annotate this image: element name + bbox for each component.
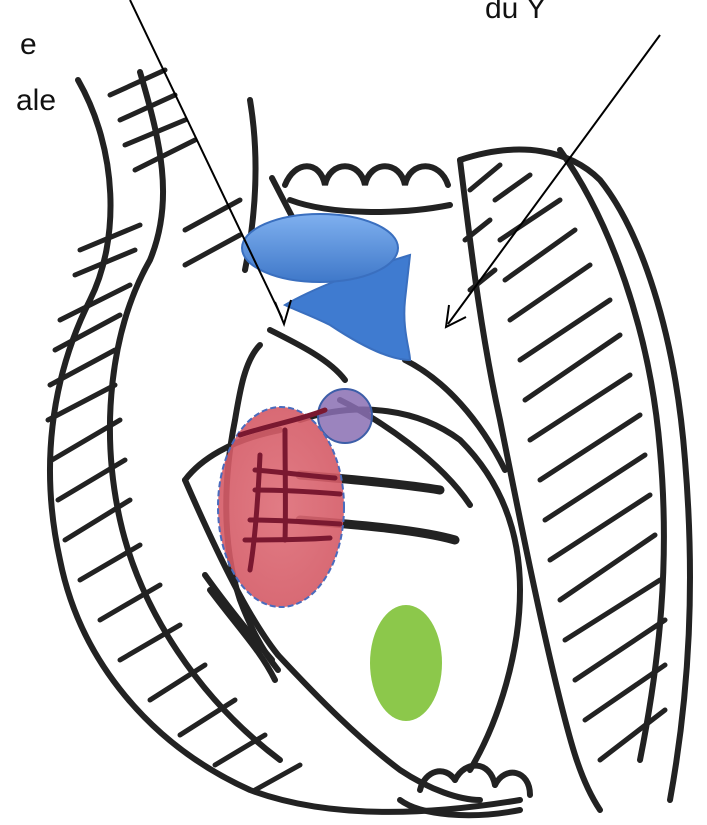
- red-ellipse: [218, 407, 344, 607]
- hatching-right: [465, 165, 665, 760]
- green-ellipse: [370, 605, 442, 721]
- purple-circle: [318, 389, 372, 443]
